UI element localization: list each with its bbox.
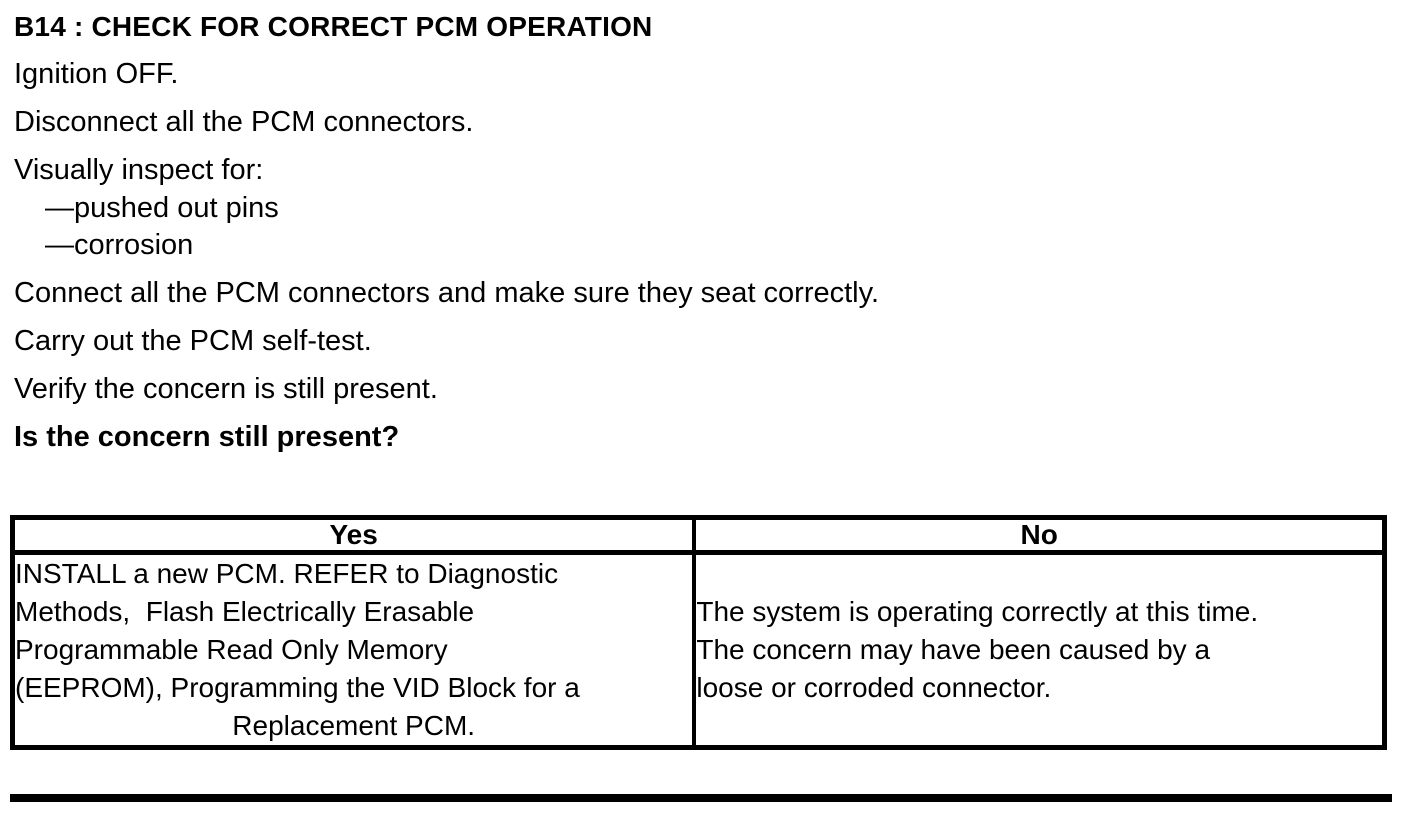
yes-action-line: Methods, Flash Electrically Erasable xyxy=(15,596,475,627)
decision-table-action-row: INSTALL a new PCM. REFER to Diagnostic M… xyxy=(13,552,1385,748)
pinpoint-test-heading: B14 : CHECK FOR CORRECT PCM OPERATION xyxy=(14,11,653,42)
step-self-test: Carry out the PCM self-test. xyxy=(14,325,372,357)
inspect-item-corrosion: —corrosion xyxy=(45,229,194,261)
yes-action-cell: INSTALL a new PCM. REFER to Diagnostic M… xyxy=(13,553,695,748)
step-connect-connectors: Connect all the PCM connectors and make … xyxy=(14,277,880,309)
yes-action-line: Replacement PCM. xyxy=(232,710,476,741)
no-action-line: loose or corroded connector. xyxy=(696,672,1052,703)
decision-table-header-row: Yes No xyxy=(12,517,1385,555)
decision-table: Yes No INSTALL a new PCM. REFER to Diagn… xyxy=(10,515,1387,750)
page-divider-rule xyxy=(10,794,1392,802)
no-action-cell: The system is operating correctly at thi… xyxy=(692,552,1385,748)
inspect-item-pushed-out-pins: —pushed out pins xyxy=(45,192,279,224)
yes-action-line: INSTALL a new PCM. REFER to Diagnostic xyxy=(15,558,559,589)
step-ignition-off: Ignition OFF. xyxy=(14,58,179,90)
no-column-header: No xyxy=(692,517,1385,555)
step-verify-concern: Verify the concern is still present. xyxy=(14,373,438,405)
yes-action-line: (EEPROM), Programming the VID Block for … xyxy=(15,672,580,703)
decision-question: Is the concern still present? xyxy=(14,421,400,453)
step-visually-inspect: Visually inspect for: xyxy=(14,154,264,186)
no-action-line: The concern may have been caused by a xyxy=(696,634,1211,665)
yes-column-header: Yes xyxy=(12,517,695,555)
yes-action-line: Programmable Read Only Memory xyxy=(15,634,448,665)
no-action-line: The system is operating correctly at thi… xyxy=(696,596,1259,627)
step-disconnect-connectors: Disconnect all the PCM connectors. xyxy=(14,106,474,138)
